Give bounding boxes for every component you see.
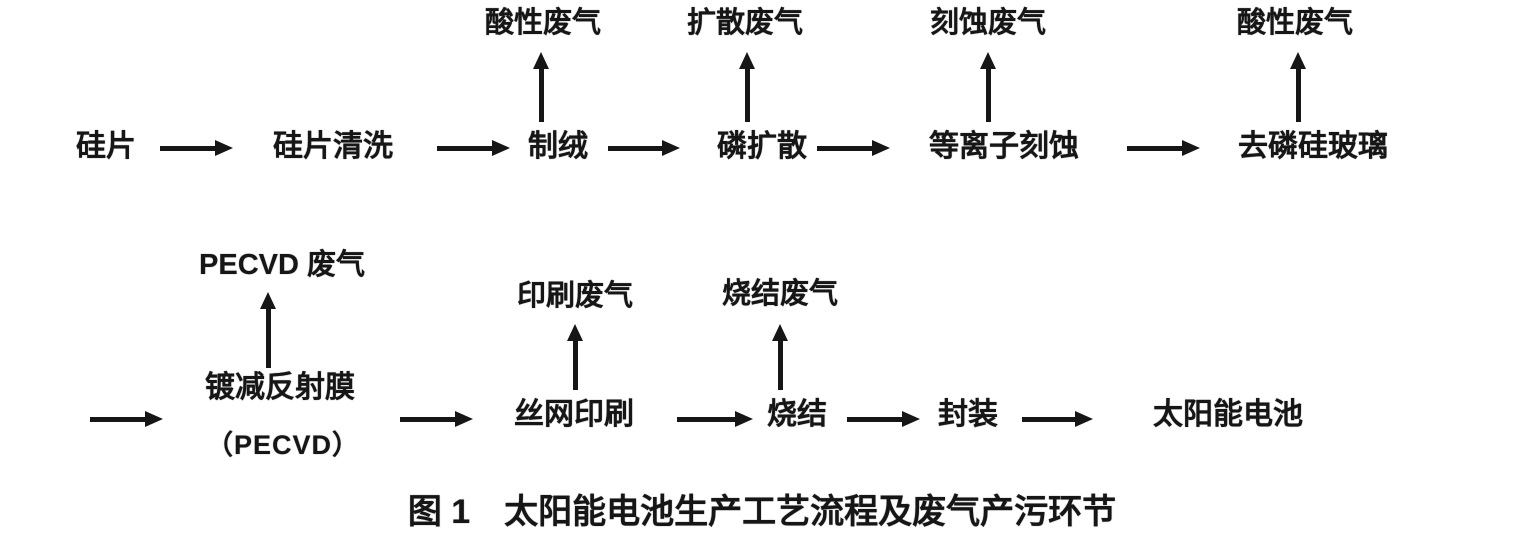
process-step-texturing: 制绒: [528, 130, 588, 163]
arrow-stem: [777, 341, 783, 390]
arrow-head: [260, 292, 276, 309]
arrow-head: [735, 411, 753, 427]
flow-right-arrow-icon: [1127, 140, 1200, 156]
arrow-head: [455, 411, 473, 427]
flow-right-arrow-icon: [677, 411, 753, 427]
arrow-head: [739, 52, 755, 69]
flow-right-arrow-icon: [400, 411, 473, 427]
arrow-stem: [538, 69, 544, 122]
figure-caption: 图 1 太阳能电池生产工艺流程及废气产污环节: [408, 484, 1116, 533]
flow-right-arrow-icon: [90, 411, 163, 427]
arrow-head: [567, 324, 583, 341]
arrow-stem: [847, 416, 902, 422]
flow-right-arrow-icon: [847, 411, 920, 427]
arrow-stem: [160, 145, 215, 151]
arrow-stem: [1127, 145, 1182, 151]
arrow-stem: [437, 145, 492, 151]
arrow-stem: [400, 416, 455, 422]
emission-label-diffusion-waste-gas: 扩散废气: [686, 7, 804, 39]
arrow-stem: [744, 69, 750, 122]
arrow-stem: [90, 416, 145, 422]
arrow-stem: [677, 416, 735, 422]
emission-up-arrow-icon: [533, 52, 549, 122]
process-step-wafer-cleaning: 硅片清洗: [273, 130, 393, 163]
arrow-head: [772, 324, 788, 341]
emission-label-sintering-waste-gas: 烧结废气: [721, 278, 839, 310]
emission-up-arrow-icon: [1290, 52, 1306, 122]
figure-caption-number: 图 1: [407, 493, 471, 531]
arrow-head: [1290, 52, 1306, 69]
emission-label-pecvd-waste-gas: PECVD 废气: [199, 249, 365, 281]
figure-caption-title: 太阳能电池生产工艺流程及废气产污环节: [504, 493, 1117, 531]
process-step-silicon-wafer: 硅片: [76, 130, 136, 163]
emission-up-arrow-icon: [567, 324, 583, 390]
process-step-arc-coating: 镀减反射膜: [205, 371, 355, 404]
process-step-arc-coating-pecvd-sublabel: （PECVD）: [205, 430, 361, 460]
process-step-psg-removal: 去磷硅玻璃: [1238, 130, 1388, 163]
emission-up-arrow-icon: [772, 324, 788, 390]
arrow-stem: [985, 69, 991, 122]
flow-right-arrow-icon: [437, 140, 510, 156]
arrow-head: [662, 140, 680, 156]
arrow-head: [215, 140, 233, 156]
arrow-stem: [1295, 69, 1301, 122]
arrow-head: [145, 411, 163, 427]
arrow-stem: [265, 309, 271, 368]
process-step-sintering: 烧结: [767, 398, 827, 431]
flow-right-arrow-icon: [608, 140, 680, 156]
arrow-head: [980, 52, 996, 69]
flow-right-arrow-icon: [160, 140, 233, 156]
emission-up-arrow-icon: [980, 52, 996, 122]
emission-label-printing-waste-gas: 印刷废气: [516, 280, 634, 312]
arrow-stem: [817, 145, 872, 151]
arrow-stem: [572, 341, 578, 390]
process-step-plasma-etching: 等离子刻蚀: [929, 130, 1079, 163]
emission-up-arrow-icon: [739, 52, 755, 122]
arrow-head: [492, 140, 510, 156]
arrow-head: [1075, 411, 1093, 427]
emission-label-acid-waste-gas-1: 酸性废气: [484, 7, 602, 39]
process-step-solar-cell: 太阳能电池: [1153, 398, 1303, 431]
arrow-head: [872, 140, 890, 156]
process-step-screen-printing: 丝网印刷: [514, 398, 634, 431]
arrow-head: [533, 52, 549, 69]
arrow-head: [1182, 140, 1200, 156]
emission-label-acid-waste-gas-2: 酸性废气: [1236, 7, 1354, 39]
emission-label-etching-waste-gas: 刻蚀废气: [929, 7, 1047, 39]
arrow-stem: [1022, 416, 1075, 422]
flow-right-arrow-icon: [1022, 411, 1093, 427]
arrow-stem: [608, 145, 662, 151]
process-step-encapsulation: 封装: [938, 398, 998, 431]
process-step-phosphorus-diffusion: 磷扩散: [717, 130, 807, 163]
flow-right-arrow-icon: [817, 140, 890, 156]
emission-up-arrow-icon: [260, 292, 276, 368]
arrow-head: [902, 411, 920, 427]
